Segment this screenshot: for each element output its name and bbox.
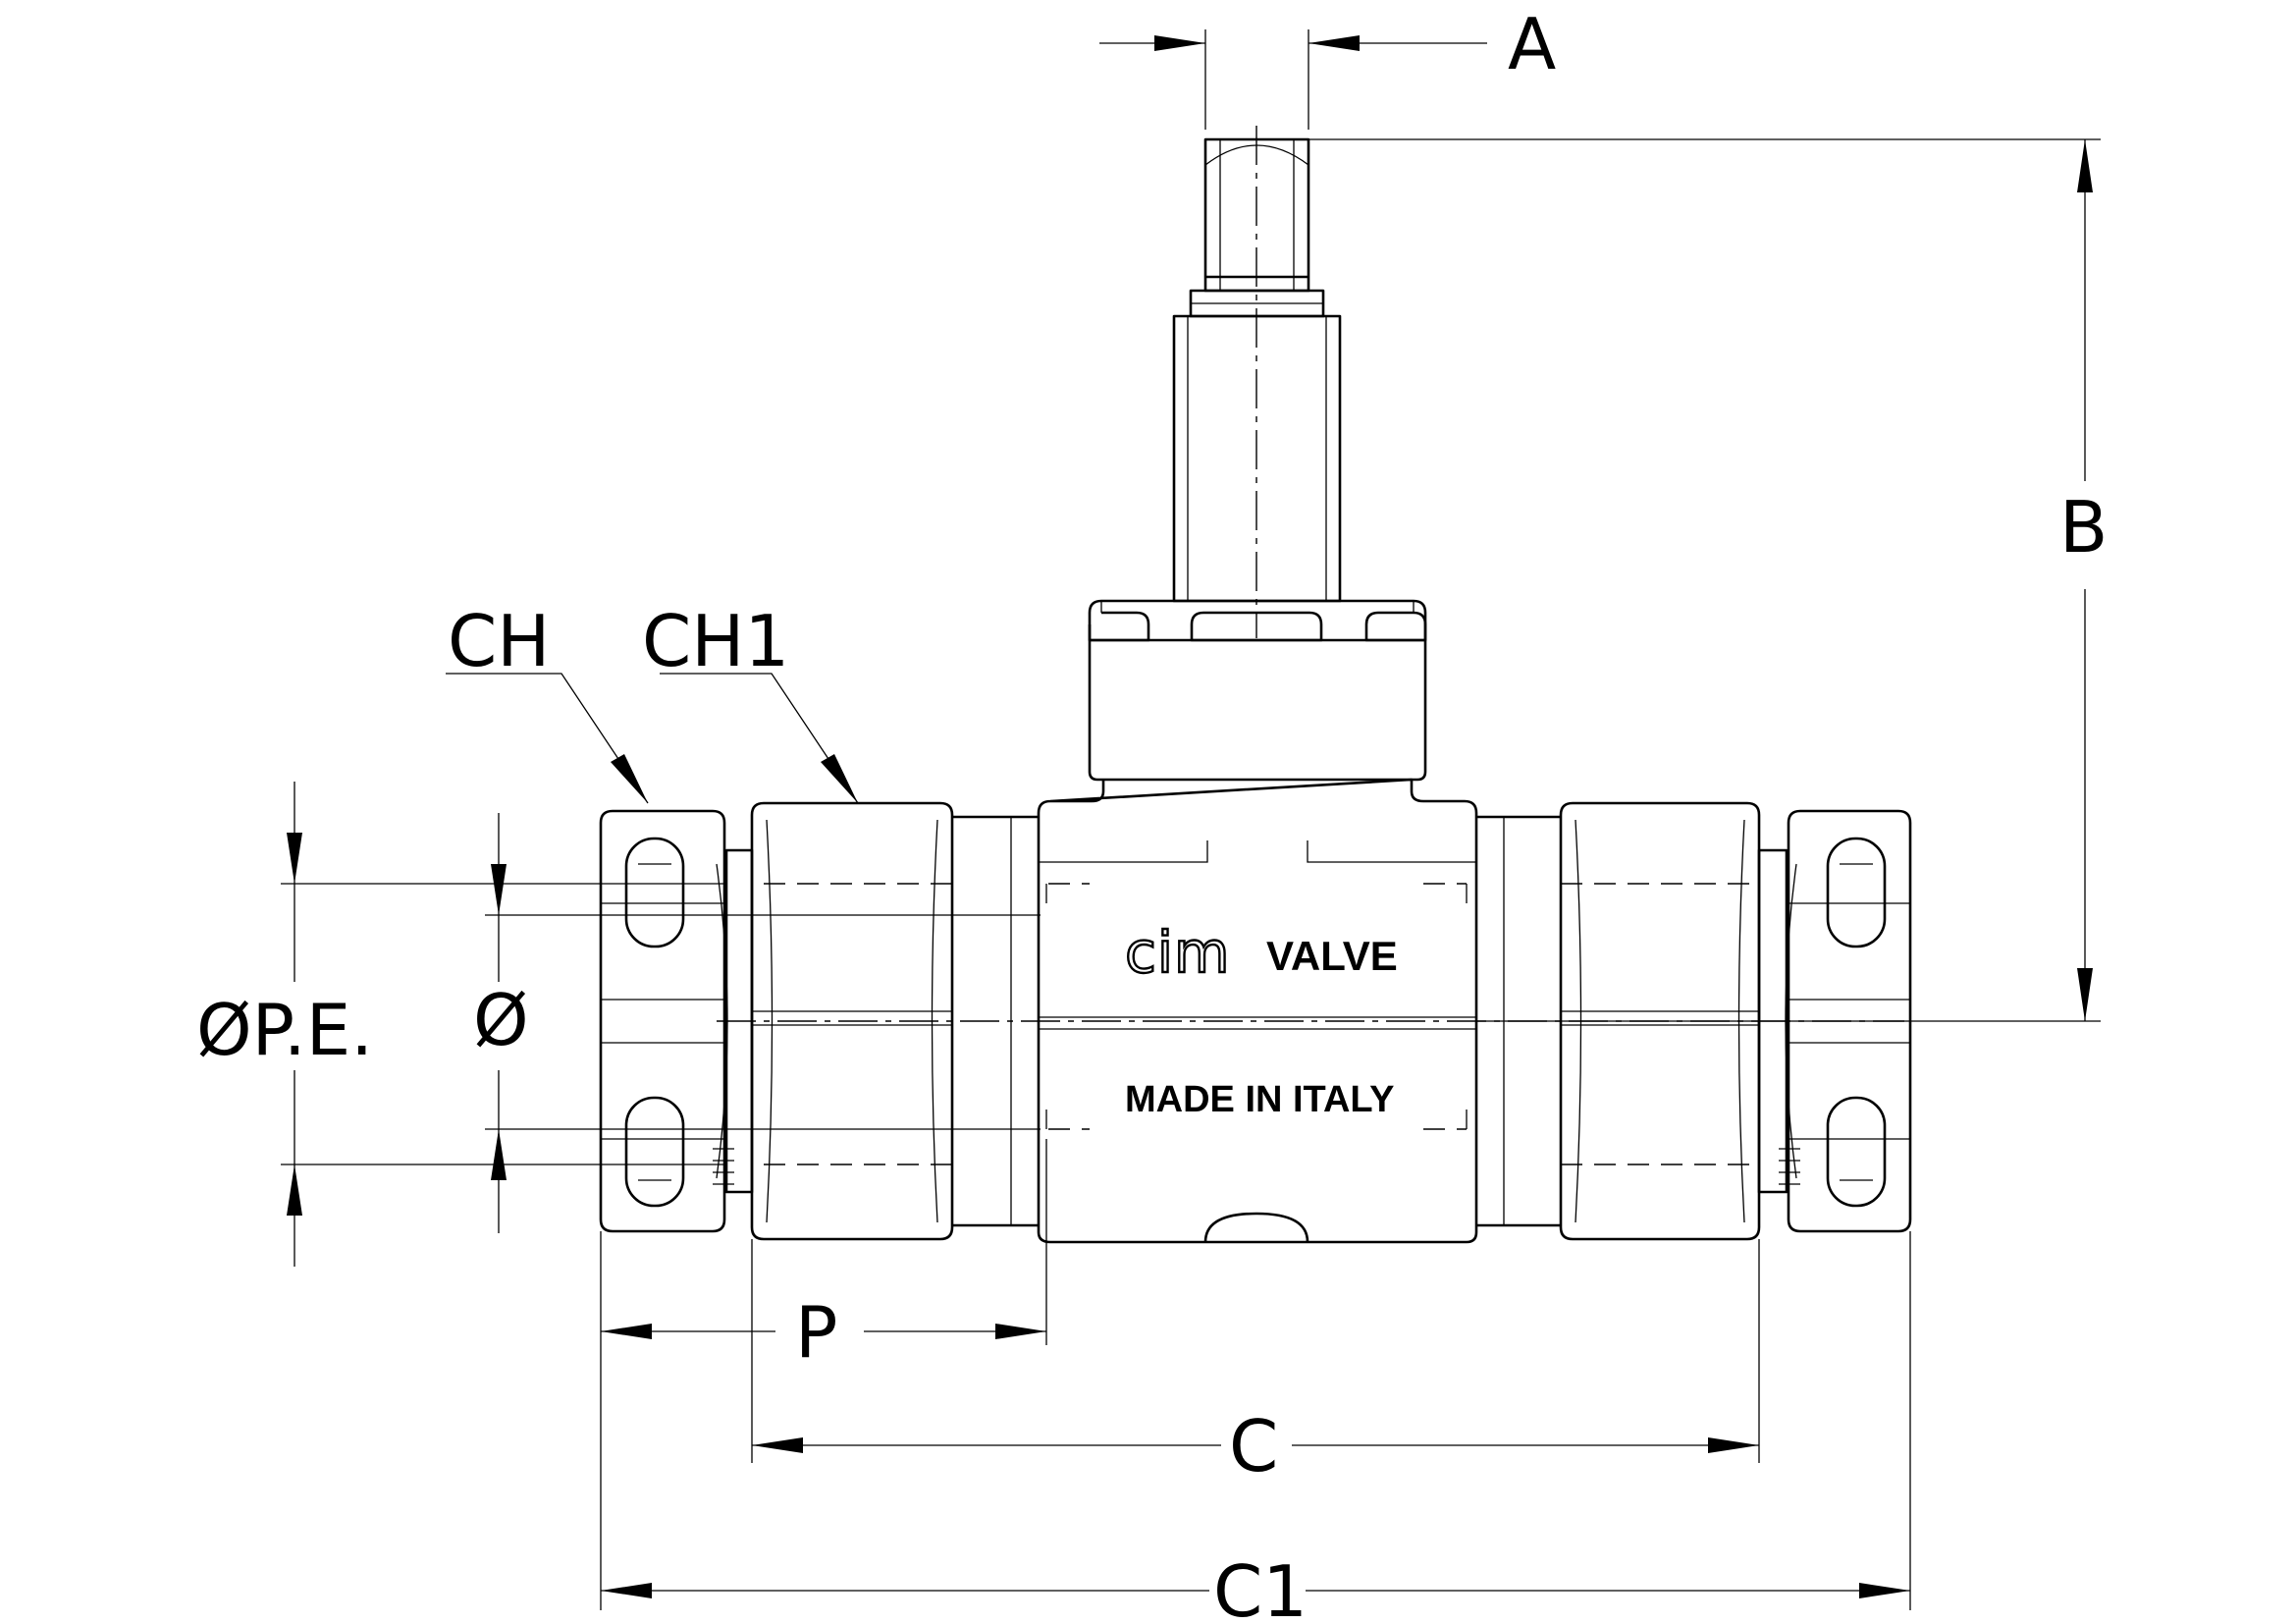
brand-logo: cim — [1125, 919, 1231, 986]
dimension-a: A — [1099, 3, 1556, 130]
leader-ch1: CH1 — [642, 600, 859, 804]
leader-ch-label: CH — [448, 600, 550, 682]
body-marking: cim VALVE MADE IN ITALY — [1124, 918, 1398, 1120]
left-connection — [599, 801, 1039, 1241]
brand-word: VALVE — [1266, 933, 1398, 979]
dimension-p-label: P — [795, 1291, 837, 1374]
dimension-c: C — [751, 1239, 1760, 1488]
origin-marking: MADE IN ITALY — [1125, 1079, 1394, 1120]
dimension-p: P — [600, 1139, 1047, 1610]
dimension-d-label: Ø — [473, 979, 529, 1061]
leader-ch1-label: CH1 — [642, 600, 789, 682]
dimension-pe-diameter: ØP.E. — [196, 782, 726, 1267]
gland-nut — [1088, 599, 1427, 782]
dimension-b: B — [1308, 138, 2108, 1022]
dimension-c1-label: C1 — [1213, 1550, 1308, 1624]
dimension-c-label: C — [1229, 1405, 1278, 1488]
dimension-pe-label: ØP.E. — [196, 989, 373, 1071]
leader-ch: CH — [446, 600, 649, 804]
dimension-b-label: B — [2059, 486, 2108, 568]
dimension-a-label: A — [1508, 3, 1556, 85]
dimension-diameter: Ø — [473, 813, 1041, 1233]
dimension-c1: C1 — [601, 1231, 1911, 1624]
valve-body — [1037, 778, 1478, 1244]
valve-stem — [1172, 126, 1342, 638]
